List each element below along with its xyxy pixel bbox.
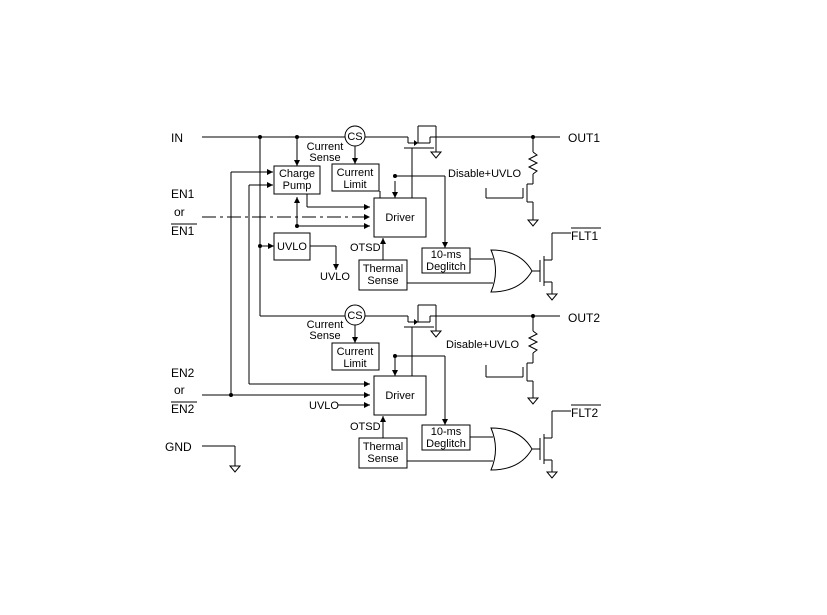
pin-en2-bar-label: EN2 — [171, 402, 195, 416]
driver2-label: Driver — [385, 390, 415, 402]
uvlo-label: UVLO — [277, 241, 307, 253]
discharge-circuit-1 — [485, 137, 540, 227]
current-limit-block-2: Current Limit — [331, 342, 380, 371]
driver-block-2: Driver — [373, 375, 427, 416]
current-sense-circle-1: CS — [344, 125, 366, 147]
uvlo-out-label: UVLO — [320, 271, 350, 283]
deglitch-block-2: 10-ms Deglitch — [421, 424, 471, 451]
current-limit1-label-2: Limit — [343, 179, 366, 191]
or-gate-1 — [490, 232, 571, 301]
wires — [202, 136, 560, 466]
uvlo-in2-label: UVLO — [309, 400, 339, 412]
discharge-circuit-2 — [485, 316, 540, 405]
pin-flt1-label: FLT1 — [571, 229, 598, 243]
thermal1-label-1: Thermal — [363, 263, 403, 275]
thermal2-label-1: Thermal — [363, 441, 403, 453]
disable-uvlo2-label: Disable+UVLO — [446, 339, 520, 351]
uvlo-block: UVLO — [273, 232, 311, 261]
current-limit2-label-2: Limit — [343, 358, 366, 370]
current-sense1-label-2: Sense — [309, 152, 340, 164]
pin-en1-label: EN1 — [171, 187, 195, 201]
pin-or2-label: or — [174, 383, 185, 397]
charge-pump-block: Charge Pump — [273, 165, 321, 195]
gnd-symbol — [228, 465, 242, 473]
thermal-sense-block-1: Thermal Sense — [358, 259, 408, 291]
pin-or1-label: or — [174, 205, 185, 219]
deglitch2-label-1: 10-ms — [431, 426, 462, 438]
current-sense2-label-2: Sense — [309, 330, 340, 342]
current-limit-block-1: Current Limit — [331, 163, 380, 192]
current-sense1-label-1: Current — [307, 141, 344, 153]
current-sense-circle-2: CS — [344, 304, 366, 326]
otsd2-label: OTSD — [350, 421, 381, 433]
driver1-label: Driver — [385, 212, 415, 224]
pin-gnd-label: GND — [165, 440, 192, 454]
otsd1-label: OTSD — [350, 242, 381, 254]
pin-out1-label: OUT1 — [568, 131, 600, 145]
thermal2-label-2: Sense — [367, 453, 398, 465]
deglitch1-label-1: 10-ms — [431, 249, 462, 261]
disable-uvlo1-label: Disable+UVLO — [448, 168, 522, 180]
charge-pump-label-1: Charge — [279, 168, 315, 180]
cs2-label: CS — [347, 310, 362, 322]
deglitch1-label-2: Deglitch — [426, 261, 466, 273]
or-gate-2 — [490, 410, 571, 479]
pin-flt2-label: FLT2 — [571, 406, 598, 420]
charge-pump-label-2: Pump — [283, 180, 312, 192]
driver-block-1: Driver — [373, 197, 427, 238]
pass-fet-1 — [404, 125, 443, 159]
thermal-sense-block-2: Thermal Sense — [358, 437, 408, 469]
current-sense2-label-1: Current — [307, 319, 344, 331]
deglitch-block-1: 10-ms Deglitch — [421, 247, 471, 274]
pin-in-label: IN — [171, 131, 183, 145]
current-limit1-label-1: Current — [337, 167, 374, 179]
deglitch2-label-2: Deglitch — [426, 438, 466, 450]
pin-en2-label: EN2 — [171, 366, 195, 380]
pass-fet-2 — [404, 304, 443, 338]
cs1-label: CS — [347, 131, 362, 143]
pin-en1-bar-label: EN1 — [171, 224, 195, 238]
current-limit2-label-1: Current — [337, 346, 374, 358]
thermal1-label-2: Sense — [367, 275, 398, 287]
junction-dots — [229, 135, 535, 397]
pin-out2-label: OUT2 — [568, 311, 600, 325]
